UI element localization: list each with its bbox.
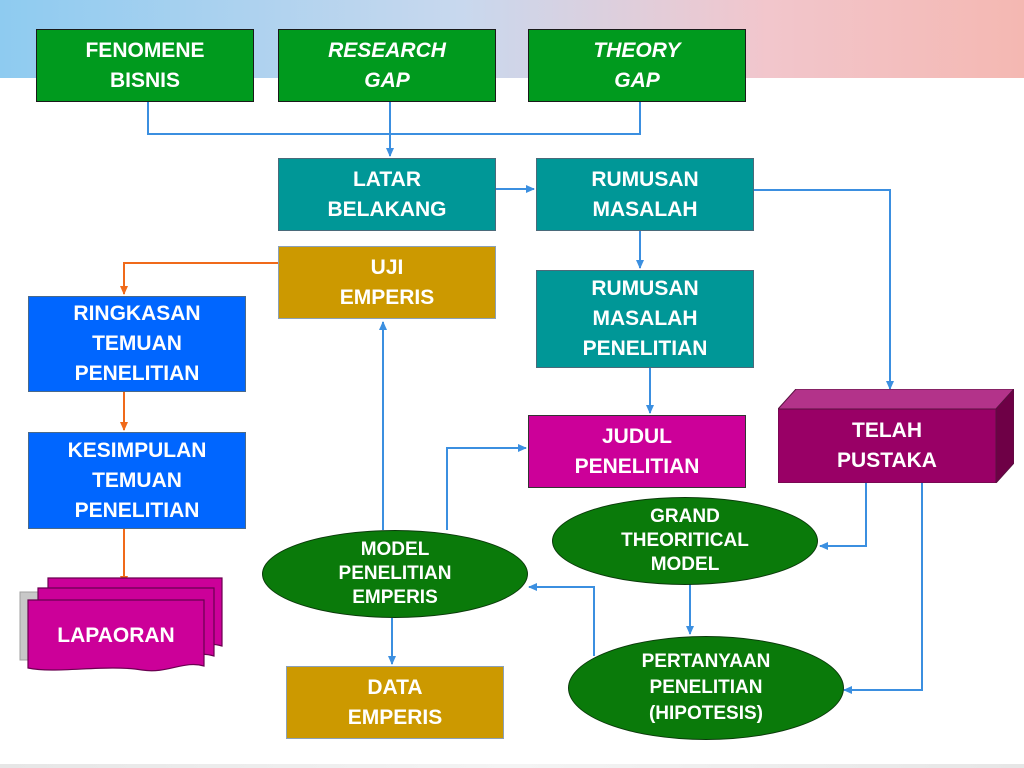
node-rumusan-masalah: RUMUSAN MASALAH [536, 158, 754, 231]
node-line: MODEL [360, 539, 430, 560]
arrow-pertanyaan-to-model [528, 583, 595, 656]
node-line: TELAH [852, 419, 922, 442]
node-line: TEMUAN [92, 468, 182, 492]
node-line: EMPERIS [339, 285, 435, 309]
connector-gaps-merge [147, 102, 641, 135]
node-line: FENOMENE [85, 38, 205, 62]
node-uji-emperis: UJI EMPERIS [278, 246, 496, 319]
node-pertanyaan-penelitian-hipotesis: PERTANYAAN PENELITIAN (HIPOTESIS) [568, 636, 844, 740]
node-rumusan-masalah-penelitian: RUMUSAN MASALAH PENELITIAN [536, 270, 754, 368]
telah-pustaka-3d-shape [778, 389, 1014, 483]
lapaoran-label: LAPAORAN [28, 604, 204, 668]
node-line: UJI [370, 255, 404, 279]
node-lapaoran: LAPAORAN [16, 574, 234, 678]
node-line: EMPERIS [352, 587, 438, 608]
node-research-gap: RESEARCH GAP [278, 29, 496, 102]
node-telah-pustaka: TELAH PUSTAKA [778, 389, 1014, 483]
node-model-penelitian-emperis: MODEL PENELITIAN EMPERIS [262, 530, 528, 618]
node-line: BELAKANG [327, 197, 447, 221]
node-line: PENELITIAN [574, 454, 700, 478]
node-line: MASALAH [592, 197, 698, 221]
node-line: PENELITIAN [74, 362, 200, 385]
node-line: KESIMPULAN [67, 438, 207, 462]
node-line: GRAND [650, 506, 720, 527]
node-line: THEORITICAL [621, 530, 749, 551]
footer-line [0, 764, 1024, 768]
node-line: MASALAH [592, 307, 698, 330]
node-line: THEORY [593, 38, 681, 62]
node-latar-belakang: LATAR BELAKANG [278, 158, 496, 231]
node-theory-gap: THEORY GAP [528, 29, 746, 102]
node-line: GAP [364, 68, 410, 92]
node-data-emperis: DATA EMPERIS [286, 666, 504, 739]
node-line: RESEARCH [328, 38, 446, 62]
node-line: PERTANYAAN [641, 651, 771, 672]
arrow-telah-to-grand [819, 483, 867, 550]
node-line: PENELITIAN [582, 337, 708, 360]
node-line: BISNIS [109, 68, 180, 92]
node-line: TEMUAN [92, 332, 182, 355]
node-ringkasan-temuan-penelitian: RINGKASAN TEMUAN PENELITIAN [28, 296, 246, 392]
node-fenomene-bisnis: FENOMENE BISNIS [36, 29, 254, 102]
arrow-rumusan-to-telah-pustaka [754, 189, 894, 390]
arrow-uji-to-ringkasan [120, 262, 278, 295]
node-line: JUDUL [601, 424, 672, 448]
node-line: RUMUSAN [591, 277, 699, 300]
document-stack-icon [19, 577, 223, 672]
node-line: PENELITIAN [338, 563, 452, 584]
node-line: RUMUSAN [591, 167, 699, 191]
telah-pustaka-label: TELAH PUSTAKA [778, 409, 996, 483]
node-grand-theoritical-model: GRAND THEORITICAL MODEL [552, 497, 818, 585]
arrow-model-to-judul [446, 444, 527, 530]
node-line: DATA [367, 675, 423, 699]
node-line: EMPERIS [347, 705, 443, 729]
node-line: PENELITIAN [74, 498, 200, 522]
node-kesimpulan-temuan-penelitian: KESIMPULAN TEMUAN PENELITIAN [28, 432, 246, 529]
node-line: LAPAORAN [57, 624, 175, 647]
node-line: LATAR [352, 167, 422, 191]
node-line: MODEL [650, 554, 720, 575]
node-line: PUSTAKA [837, 449, 937, 472]
node-line: GAP [614, 68, 660, 92]
node-judul-penelitian: JUDUL PENELITIAN [528, 415, 746, 488]
node-line: PENELITIAN [649, 677, 763, 698]
node-line: (HIPOTESIS) [648, 703, 763, 724]
arrow-telah-to-pertanyaan [843, 483, 923, 694]
node-line: RINGKASAN [73, 302, 201, 325]
